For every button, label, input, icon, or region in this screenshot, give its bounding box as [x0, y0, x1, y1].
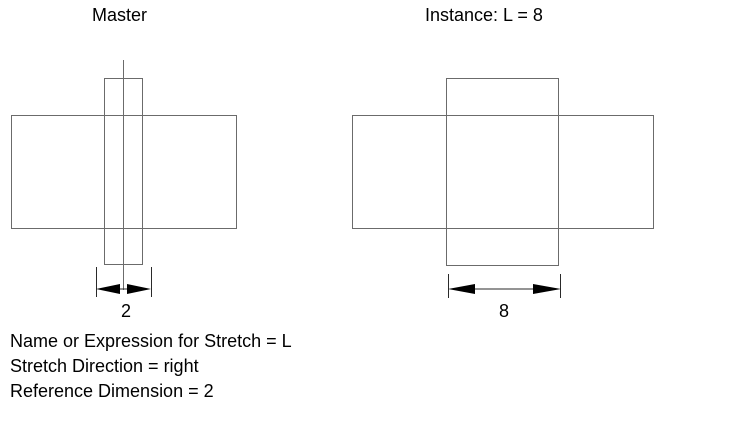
master-base-rect	[11, 115, 237, 229]
instance-dim-extension-right	[560, 274, 561, 298]
master-dimension-arrows-icon	[96, 284, 151, 294]
instance-dimension-value: 8	[498, 301, 509, 321]
instance-dim-extension-left	[448, 274, 449, 298]
note-stretch-expression: Name or Expression for Stretch = L	[10, 331, 292, 351]
master-dim-extension-left	[96, 267, 97, 297]
instance-title: Instance: L = 8	[425, 5, 543, 25]
instance-arrow-left-icon	[448, 284, 475, 294]
master-dim-extension-right	[151, 267, 152, 297]
master-centerline	[123, 60, 124, 290]
instance-base-rect	[352, 115, 654, 229]
note-stretch-direction: Stretch Direction = right	[10, 356, 199, 376]
instance-arrow-right-icon	[533, 284, 561, 294]
instance-dimension-arrows-icon	[448, 284, 561, 294]
master-stretch-rect	[104, 78, 143, 265]
notes-block: Name or Expression for Stretch = L Stret…	[10, 329, 292, 404]
master-dimension-value: 2	[120, 301, 131, 321]
master-arrow-left-icon	[96, 284, 120, 294]
master-title: Master	[92, 5, 148, 25]
instance-stretch-rect	[446, 78, 559, 266]
note-reference-dimension: Reference Dimension = 2	[10, 381, 214, 401]
master-arrow-right-icon	[127, 284, 151, 294]
